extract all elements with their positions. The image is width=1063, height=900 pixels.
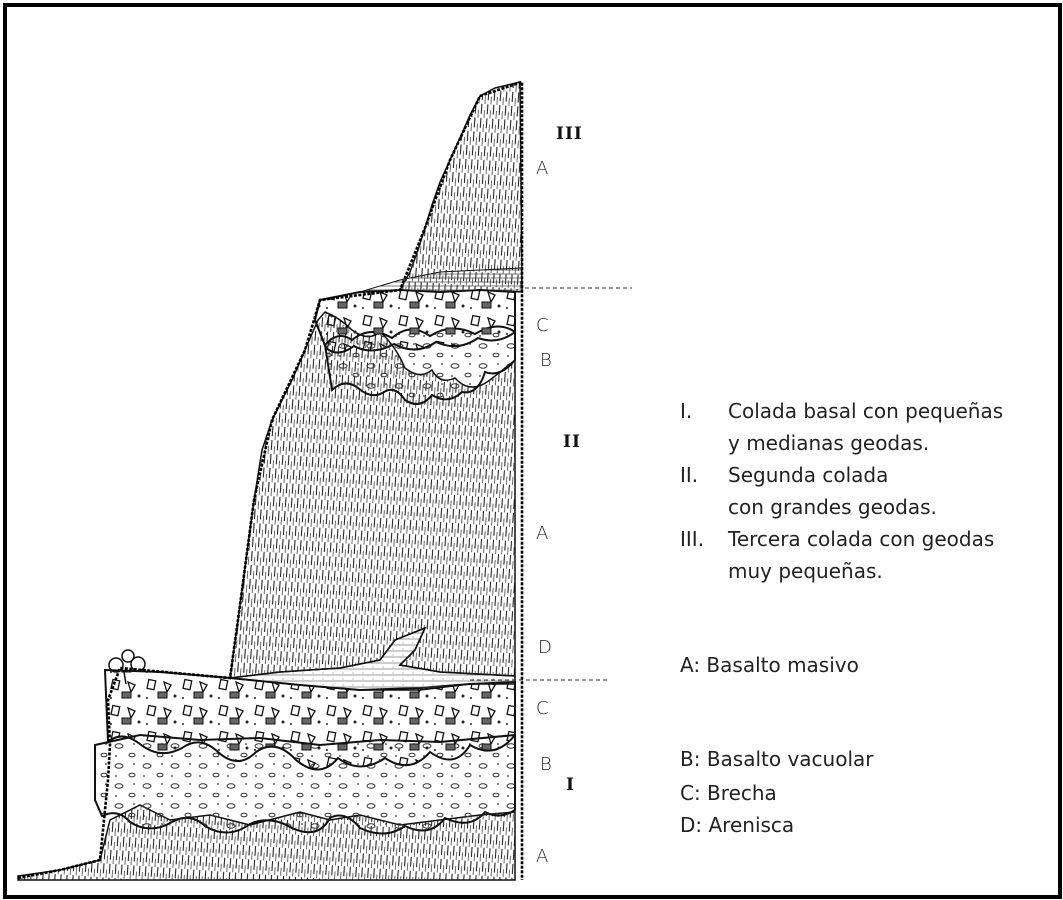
legend-rock-a: A: Basalto masivo — [680, 652, 859, 678]
unit-i-label: I — [566, 775, 575, 795]
legend-rock-c: C: Brecha — [680, 780, 777, 806]
layer-c-low-label: C — [536, 698, 549, 719]
legend-flow-iii-line2: muy pequeñas. — [728, 558, 883, 584]
legend-rock-d: D: Arenisca — [680, 812, 794, 838]
legend-flow-i-line2: y medianas geodas. — [728, 430, 929, 456]
layer-a-low-label: A — [536, 846, 549, 867]
legend-flow-ii-line1: Segunda colada — [728, 462, 888, 488]
legend-flow-iii-line1: Tercera colada con geodas — [728, 526, 994, 552]
legend-flow-ii-number: II. — [680, 462, 698, 488]
unit-iii-label: III — [556, 124, 583, 144]
legend: I. Colada basal con pequeñas y medianas … — [680, 398, 1050, 848]
layer-b-top-label: B — [540, 350, 552, 371]
layer-c-top-label: C — [536, 315, 549, 336]
legend-flow-ii-line2: con grandes geodas. — [728, 494, 937, 520]
layer-a-top-label: A — [536, 158, 549, 179]
legend-flow-iii-number: III. — [680, 526, 704, 552]
layer-b-low-label: B — [540, 754, 552, 775]
layer-d-label: D — [538, 637, 552, 658]
unit-ii-label: II — [563, 432, 581, 452]
layer-a-mid-label: A — [536, 523, 549, 544]
unit-iii-massive-basalt — [400, 82, 522, 292]
unit-iii-base-laminae — [360, 268, 522, 292]
legend-rock-b: B: Basalto vacuolar — [680, 746, 874, 772]
legend-flow-i-number: I. — [680, 398, 692, 424]
legend-flow-i-line1: Colada basal con pequeñas — [728, 398, 1003, 424]
